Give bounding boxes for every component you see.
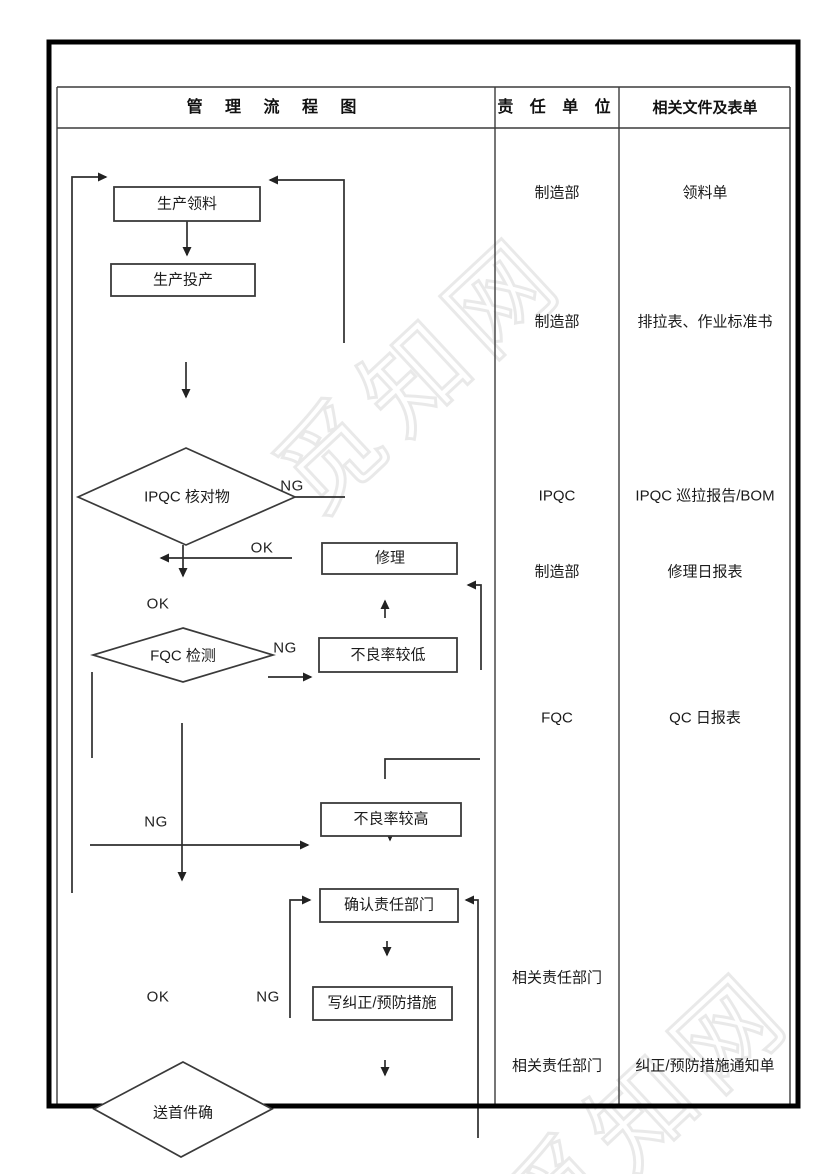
start-production-box bbox=[110, 263, 256, 297]
right-feedback-line bbox=[268, 175, 345, 343]
low-defect-label: 不良率较低 bbox=[350, 646, 426, 664]
doc-cell: 修理日报表 bbox=[667, 563, 743, 581]
flowchart-column-title: 管 理 流 程 图 bbox=[186, 99, 366, 116]
fqc-inspect-diamond bbox=[90, 627, 276, 683]
table-grid bbox=[56, 86, 791, 1106]
requisition-box bbox=[113, 186, 261, 222]
write-actions-box bbox=[312, 986, 453, 1021]
doc-cell: QC 日报表 bbox=[669, 709, 741, 727]
high-defect-label: 不良率较高 bbox=[353, 810, 429, 828]
confirm-right-loop bbox=[464, 895, 479, 1138]
ipqc-ok-line-label: OK bbox=[250, 539, 274, 557]
confirm-left-loop bbox=[289, 895, 312, 1018]
bottom-ok-label: OK bbox=[146, 988, 170, 1006]
ipqc-ng-label: NG bbox=[280, 477, 304, 495]
repair-box bbox=[321, 542, 458, 575]
corner-connector bbox=[384, 758, 480, 779]
ipqc-ok-down-label: OK bbox=[146, 595, 170, 613]
write-actions-label: 写纠正/预防措施 bbox=[327, 994, 437, 1012]
doc-column-title: 相关文件及表单 bbox=[652, 99, 758, 117]
unit-column-title: 责 任 单 位 bbox=[497, 99, 617, 116]
repair-entry-loop bbox=[466, 580, 482, 670]
unit-cell: FQC bbox=[541, 709, 573, 727]
unit-cell: 相关责任部门 bbox=[511, 1057, 603, 1075]
requisition-label: 生产领料 bbox=[156, 195, 218, 213]
watermark-text: 觅知网 bbox=[255, 214, 587, 535]
unit-cell: 制造部 bbox=[534, 184, 580, 202]
start-production-label: 生产投产 bbox=[152, 271, 214, 289]
unit-cell: 制造部 bbox=[534, 313, 580, 331]
bottom-ng-label: NG bbox=[256, 988, 280, 1006]
confirm-dept-label: 确认责任部门 bbox=[343, 896, 435, 914]
unit-cell: 制造部 bbox=[534, 563, 580, 581]
left-feedback-line bbox=[71, 172, 108, 893]
page-border bbox=[46, 39, 801, 1109]
doc-cell: 领料单 bbox=[682, 184, 728, 202]
process-boxes bbox=[110, 186, 462, 1021]
decision-diamonds bbox=[75, 447, 298, 1158]
ipqc-check-diamond bbox=[75, 447, 298, 546]
high-ng-label: NG bbox=[144, 813, 168, 831]
ipqc-check-label: IPQC 核对物 bbox=[144, 488, 230, 506]
first-article-diamond bbox=[92, 1061, 274, 1158]
fqc-ng-label: NG bbox=[273, 639, 297, 657]
fqc-inspect-label: FQC 检测 bbox=[150, 647, 216, 665]
doc-cell: IPQC 巡拉报告/BOM bbox=[635, 487, 775, 505]
doc-cell: 排拉表、作业标准书 bbox=[637, 313, 773, 331]
confirm-dept-box bbox=[319, 888, 459, 923]
high-defect-box bbox=[320, 802, 462, 837]
repair-label: 修理 bbox=[374, 549, 406, 567]
unit-cell: IPQC bbox=[538, 487, 576, 505]
first-article-label: 送首件确 bbox=[152, 1104, 214, 1122]
flow-connectors bbox=[71, 172, 482, 1138]
low-defect-box bbox=[318, 637, 458, 673]
watermark: 觅知网 觅知网 bbox=[254, 213, 816, 1174]
doc-cell: 纠正/预防措施通知单 bbox=[635, 1057, 775, 1075]
unit-cell: 相关责任部门 bbox=[511, 969, 603, 987]
